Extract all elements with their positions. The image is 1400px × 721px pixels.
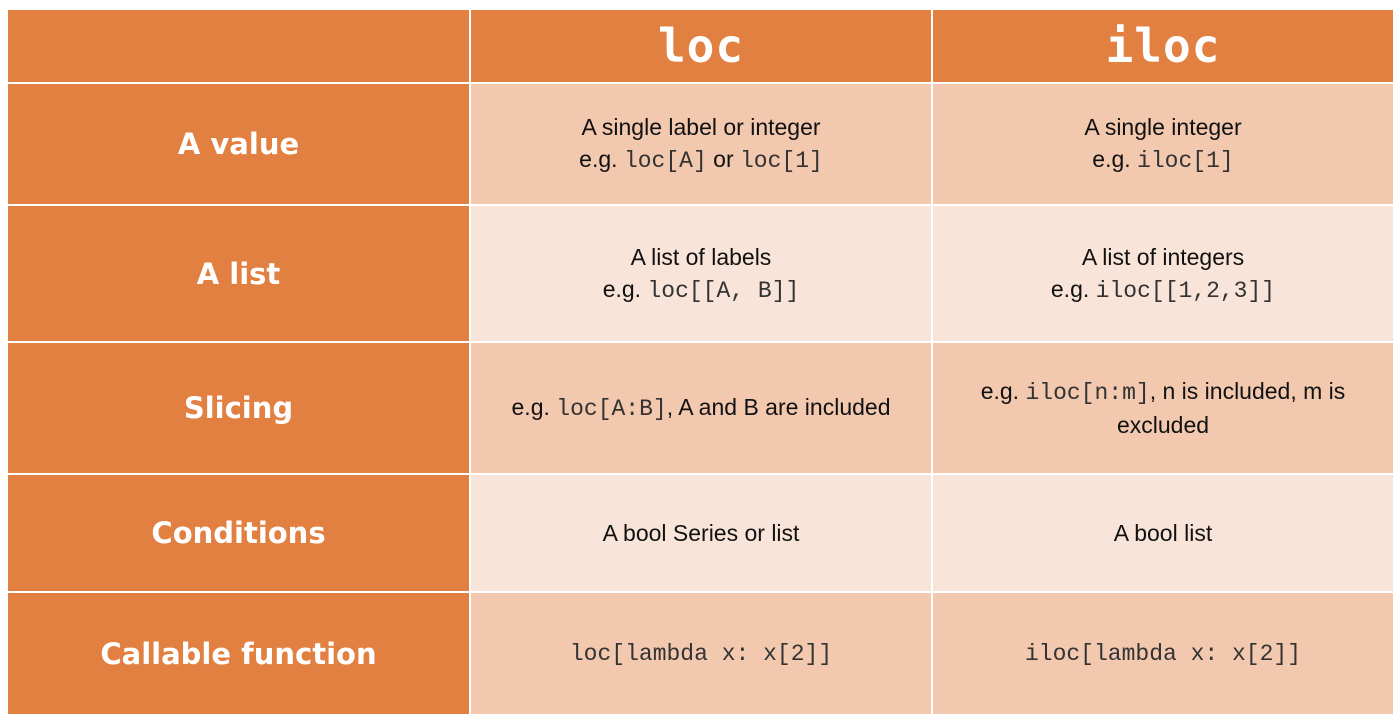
loc-iloc-comparison-table: loc iloc A value A single label or integ… — [8, 10, 1393, 714]
eg-label: e.g. — [511, 394, 550, 420]
eg-label: e.g. — [579, 146, 618, 172]
cell-callable-iloc: iloc[lambda x: x[2]] — [933, 593, 1393, 714]
cell-conditions-iloc: A bool list — [933, 475, 1393, 591]
row-header-a-list: A list — [8, 206, 469, 341]
code-snippet: loc[A] — [623, 148, 707, 174]
cell-a-value-iloc: A single integer e.g. iloc[1] — [933, 84, 1393, 204]
eg-label: e.g. — [1050, 275, 1090, 302]
cell-text: A bool Series or list — [602, 520, 800, 546]
code-snippet: iloc[lambda x: x[2]] — [1024, 640, 1302, 667]
or-text: or — [713, 146, 734, 172]
cell-a-list-loc: A list of labels e.g. loc[[A, B]] — [471, 206, 931, 341]
example-line: e.g. loc[[A, B]] — [603, 273, 800, 307]
column-header-iloc: iloc — [933, 10, 1393, 82]
column-header-loc: loc — [471, 10, 931, 82]
cell-text: A list of labels — [630, 243, 772, 270]
example-line: e.g. iloc[[1,2,3]] — [1051, 273, 1275, 307]
cell-text-continued: excluded — [1116, 412, 1210, 438]
code-snippet: iloc[[1,2,3]] — [1095, 277, 1276, 304]
cell-conditions-loc: A bool Series or list — [471, 475, 931, 591]
cell-text: A bool list — [1113, 520, 1213, 546]
row-header-slicing: Slicing — [8, 343, 469, 473]
code-snippet: iloc[n:m] — [1025, 380, 1150, 406]
eg-label: e.g. — [1092, 146, 1131, 172]
cell-text: A list of integers — [1081, 243, 1245, 270]
example-line: e.g. iloc[1] — [1084, 143, 1241, 177]
code-snippet: loc[[A, B]] — [647, 277, 800, 304]
code-snippet: loc[lambda x: x[2]] — [569, 640, 833, 667]
cell-text: , n is included, m is — [1149, 378, 1346, 404]
code-snippet: iloc[1] — [1137, 148, 1234, 174]
example-line: e.g. loc[A] or loc[1] — [579, 143, 823, 177]
row-header-conditions: Conditions — [8, 475, 469, 591]
example-line: e.g. loc[A:B], A and B are included — [512, 391, 891, 425]
cell-callable-loc: loc[lambda x: x[2]] — [471, 593, 931, 714]
cell-text: , A and B are included — [666, 394, 891, 420]
cell-text: A single integer — [1084, 114, 1242, 140]
cell-text: A single label or integer — [581, 114, 821, 140]
cell-a-value-loc: A single label or integer e.g. loc[A] or… — [471, 84, 931, 204]
cell-slicing-iloc: e.g. iloc[n:m], n is included, m is excl… — [933, 343, 1393, 473]
row-header-a-value: A value — [8, 84, 469, 204]
cell-a-list-iloc: A list of integers e.g. iloc[[1,2,3]] — [933, 206, 1393, 341]
cell-slicing-loc: e.g. loc[A:B], A and B are included — [471, 343, 931, 473]
example-line: e.g. iloc[n:m], n is included, m is — [981, 375, 1346, 409]
corner-header-cell — [8, 10, 469, 82]
eg-label: e.g. — [602, 275, 642, 302]
row-header-callable-function: Callable function — [8, 593, 469, 714]
eg-label: e.g. — [980, 378, 1020, 404]
code-snippet: loc[1] — [740, 148, 823, 174]
code-snippet: loc[A:B] — [556, 396, 667, 422]
